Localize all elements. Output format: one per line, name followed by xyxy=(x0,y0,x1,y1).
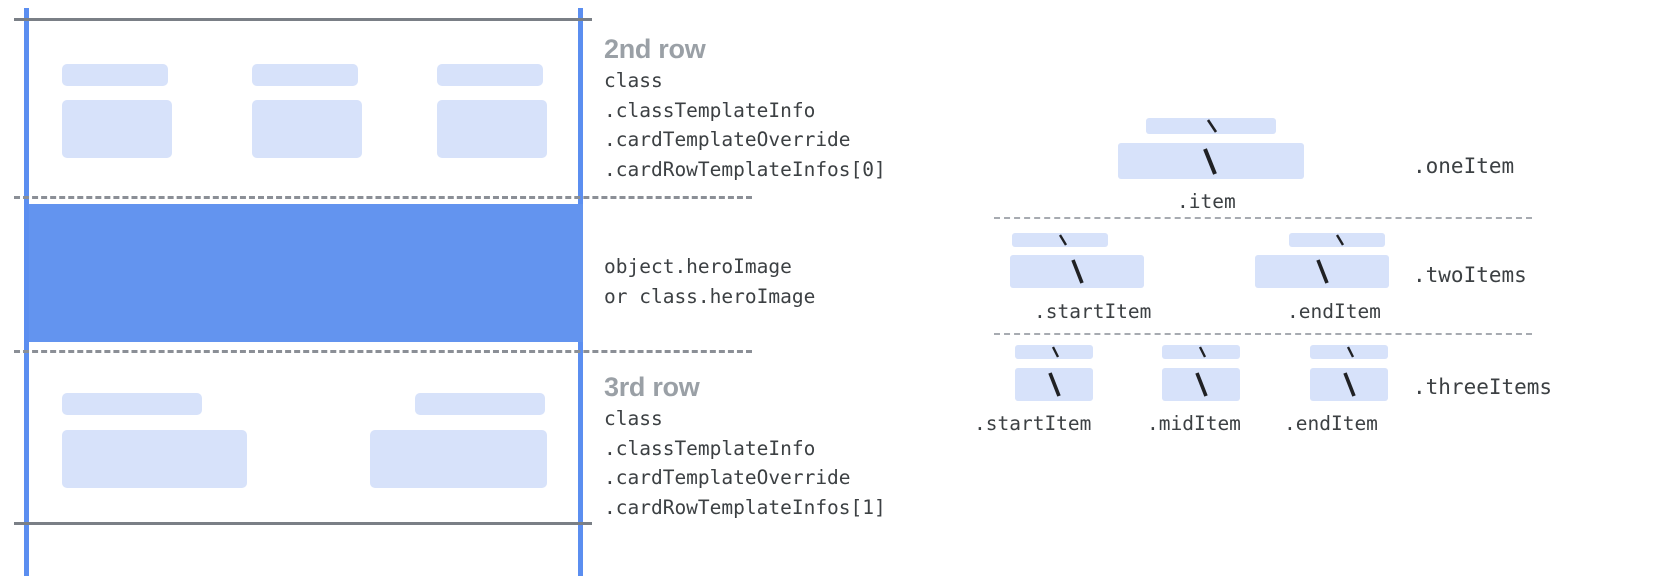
three-items-start-caption: .startItem xyxy=(974,412,1092,435)
chip-label-col2 xyxy=(252,64,358,86)
legend-third-row-title: 3rd row xyxy=(604,372,700,402)
legend-second-row-code-0: class xyxy=(604,69,663,92)
row-divider-lower xyxy=(14,350,752,353)
two-items-end-label-box xyxy=(1289,233,1385,247)
slash-icon xyxy=(1146,118,1276,134)
one-item-group-label: .oneItem xyxy=(1413,154,1515,178)
slash-icon xyxy=(1012,233,1108,247)
slash-icon xyxy=(1310,345,1388,359)
item-group-divider-upper xyxy=(994,217,1532,219)
card-bottom-rule xyxy=(14,522,592,525)
legend-hero-code-0: object.heroImage xyxy=(604,255,792,278)
two-items-end-caption: .endItem xyxy=(1287,300,1381,323)
legend-hero-code-1: or class.heroImage xyxy=(604,284,816,308)
chip-body-row3-col2 xyxy=(370,430,547,488)
slash-icon xyxy=(1010,255,1144,288)
three-items-mid-body-box xyxy=(1162,368,1240,401)
chip-label-col3 xyxy=(437,64,543,86)
three-items-end-label-box xyxy=(1310,345,1388,359)
two-items-start-label-box xyxy=(1012,233,1108,247)
legend-second-row: 2nd row class .classTemplateInfo .cardTe… xyxy=(604,32,886,184)
one-item-body-box xyxy=(1118,143,1304,179)
slash-icon xyxy=(1255,255,1389,288)
legend-third-row-code-1: .classTemplateInfo xyxy=(604,436,816,460)
legend-second-row-code-2: .cardTemplateOverride xyxy=(604,128,851,151)
three-items-mid-label-box xyxy=(1162,345,1240,359)
chip-body-col2 xyxy=(252,100,362,158)
legend-second-row-title: 2nd row xyxy=(604,34,706,64)
slash-icon xyxy=(1118,143,1304,179)
row-divider-upper xyxy=(14,196,752,199)
hero-image-band xyxy=(29,204,583,342)
chip-label-row3-col2 xyxy=(415,393,545,415)
chip-body-row3-col1 xyxy=(62,430,247,488)
two-items-group-label: .twoItems xyxy=(1413,263,1527,287)
legend-second-row-code-1: .classTemplateInfo xyxy=(604,98,816,122)
legend-third-row: 3rd row class .classTemplateInfo .cardTe… xyxy=(604,370,886,522)
two-items-start-body-box xyxy=(1010,255,1144,288)
three-items-end-body-box xyxy=(1310,368,1388,401)
three-items-mid-caption: .midItem xyxy=(1147,412,1241,435)
slash-icon xyxy=(1289,233,1385,247)
legend-third-row-code-3: .cardRowTemplateInfos[1] xyxy=(604,495,886,519)
one-item-caption: .item xyxy=(1177,190,1236,213)
three-items-group-label: .threeItems xyxy=(1413,375,1553,399)
two-items-start-caption: .startItem xyxy=(1034,300,1152,323)
slash-icon xyxy=(1015,368,1093,401)
legend-third-row-code-0: class xyxy=(604,407,663,430)
legend-third-row-code-2: .cardTemplateOverride xyxy=(604,466,851,489)
slash-icon xyxy=(1162,345,1240,359)
slash-icon xyxy=(1015,345,1093,359)
three-items-end-caption: .endItem xyxy=(1284,412,1378,435)
chip-label-row3-col1 xyxy=(62,393,202,415)
slash-icon xyxy=(1310,368,1388,401)
two-items-end-body-box xyxy=(1255,255,1389,288)
three-items-start-label-box xyxy=(1015,345,1093,359)
card-top-rule xyxy=(14,18,592,21)
one-item-label-box xyxy=(1146,118,1276,134)
chip-body-col1 xyxy=(62,100,172,158)
slash-icon xyxy=(1162,368,1240,401)
legend-second-row-code-3: .cardRowTemplateInfos[0] xyxy=(604,157,886,181)
item-group-divider-lower xyxy=(994,333,1532,335)
chip-body-col3 xyxy=(437,100,547,158)
three-items-start-body-box xyxy=(1015,368,1093,401)
legend-hero-row: object.heroImage or class.heroImage xyxy=(604,252,815,311)
chip-label-col1 xyxy=(62,64,168,86)
card-left-edge-rule xyxy=(24,8,29,576)
